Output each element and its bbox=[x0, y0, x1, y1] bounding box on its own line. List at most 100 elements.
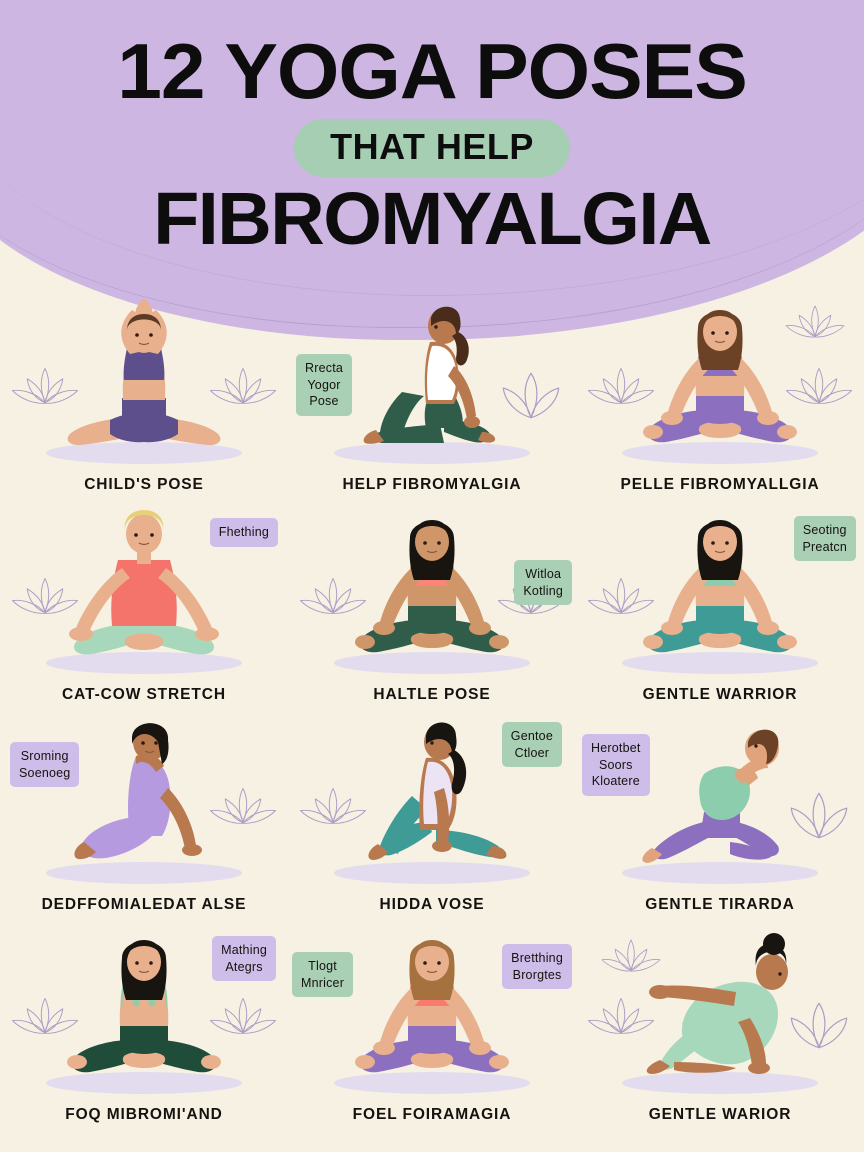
pose-card-12: GENTLE WARIOR bbox=[576, 922, 864, 1132]
pose-caption: GENTLE TIRARDA bbox=[645, 896, 795, 913]
badge-line: Soenoeg bbox=[19, 765, 71, 780]
lotus-flower-icon bbox=[296, 784, 370, 830]
badge-line: Sroming bbox=[20, 749, 69, 763]
header-curve-line-2 bbox=[0, 0, 864, 296]
yoga-mat-shadow bbox=[46, 1072, 242, 1094]
poster-title-line-1: 12 YOGA POSES bbox=[117, 27, 748, 115]
pose-caption: GENTLE WARRIOR bbox=[642, 686, 798, 703]
badge-line: Preatcn bbox=[802, 539, 847, 554]
pose-caption: CHILD'S POSE bbox=[84, 476, 204, 493]
yoga-figure bbox=[44, 712, 244, 880]
lotus-flower-icon bbox=[782, 994, 856, 1057]
yoga-figure bbox=[332, 292, 532, 460]
yoga-mat-shadow bbox=[334, 862, 530, 884]
badge-line: Tlogt bbox=[308, 959, 337, 973]
lotus-flower-icon bbox=[8, 364, 82, 410]
yoga-mat-shadow bbox=[622, 862, 818, 884]
pose-card-3: PELLE FIBROMYALLGIA bbox=[576, 292, 864, 502]
pose-illustration bbox=[0, 292, 288, 470]
yoga-mat-shadow bbox=[334, 1072, 530, 1094]
yoga-figure bbox=[44, 292, 244, 460]
pose-illustration bbox=[576, 922, 864, 1100]
lotus-flower-icon bbox=[782, 784, 856, 847]
pose-caption: HELP FIBROMYALGIA bbox=[342, 476, 522, 493]
lotus-flower-icon bbox=[206, 994, 280, 1040]
pose-badge: Fhething bbox=[209, 518, 278, 547]
badge-line: Herotbet bbox=[591, 741, 641, 755]
poster-title-line-2: FIBROMYALGIA bbox=[153, 176, 712, 260]
lotus-flower-icon bbox=[584, 364, 658, 410]
lotus-flower-icon bbox=[206, 364, 280, 410]
yoga-mat-shadow bbox=[334, 652, 530, 674]
lotus-flower-icon bbox=[782, 302, 848, 343]
badge-line: Kotling bbox=[523, 583, 563, 598]
lotus-flower-icon bbox=[584, 994, 658, 1040]
yoga-figure bbox=[332, 712, 532, 880]
pose-caption: FOQ MIBROMI'AND bbox=[65, 1106, 223, 1123]
badge-line: Ategrs bbox=[225, 959, 263, 974]
lotus-flower-icon bbox=[584, 574, 658, 620]
badge-line: Brorgtes bbox=[512, 967, 562, 982]
yoga-mat-shadow bbox=[46, 442, 242, 464]
badge-line: Seoting bbox=[802, 523, 847, 537]
badge-line: Gentoe bbox=[510, 729, 553, 743]
badge-line: Fhething bbox=[218, 525, 269, 539]
pose-card-1: CHILD'S POSE bbox=[0, 292, 288, 502]
yoga-figure bbox=[620, 502, 820, 670]
yoga-figure bbox=[620, 922, 820, 1090]
yoga-figure bbox=[332, 922, 532, 1090]
badge-line: Bretthing bbox=[511, 951, 563, 965]
badge-line: Kloatere bbox=[591, 774, 640, 788]
badge-line: Soors bbox=[598, 757, 633, 772]
title-block: 12 YOGA POSES THAT HELP FIBROMYALGIA bbox=[0, 0, 864, 260]
yoga-mat-shadow bbox=[622, 652, 818, 674]
pose-caption: CAT-COW STRETCH bbox=[62, 686, 226, 703]
lotus-flower-icon bbox=[296, 574, 370, 620]
lotus-flower-icon bbox=[494, 364, 568, 427]
yoga-figure bbox=[44, 502, 244, 670]
pose-caption: FOEL FOIRAMAGIA bbox=[352, 1106, 512, 1123]
badge-line: Yogor bbox=[307, 377, 341, 392]
yoga-figure bbox=[620, 292, 820, 460]
lotus-flower-icon bbox=[206, 784, 280, 830]
pose-caption: HALTLE POSE bbox=[373, 686, 491, 703]
badge-line: Mathing bbox=[221, 943, 267, 957]
lotus-flower-icon bbox=[782, 364, 856, 410]
pose-caption: GENTLE WARIOR bbox=[648, 1106, 792, 1123]
lotus-flower-icon bbox=[8, 574, 82, 620]
yoga-figure bbox=[332, 502, 532, 670]
badge-line: Rrecta bbox=[305, 361, 344, 375]
badge-line: Mnricer bbox=[301, 975, 345, 990]
badge-line: Witloa bbox=[525, 567, 562, 581]
yoga-mat-shadow bbox=[334, 442, 530, 464]
title-pill-wrap: THAT HELP bbox=[0, 118, 864, 177]
yoga-mat-shadow bbox=[622, 442, 818, 464]
badge-line: Pose bbox=[309, 394, 339, 408]
